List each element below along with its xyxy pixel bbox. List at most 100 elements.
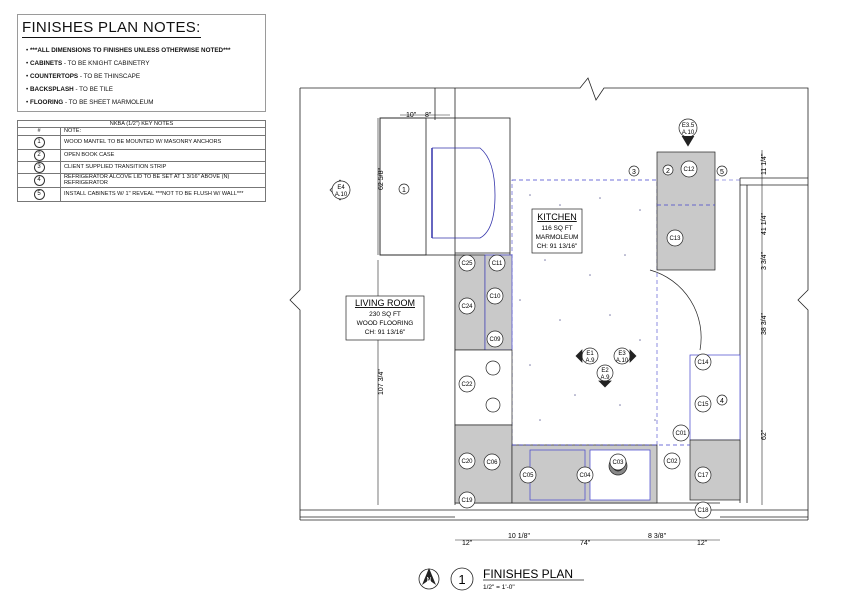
dim-11-14: 11 1/4" [761,153,768,175]
cabinet-tag-c12 [680,160,698,178]
cabinet-label: C09 [489,337,501,343]
door-swing [649,269,702,351]
cabinet-label: C05 [522,473,534,479]
kitchen-area: 116 SQ FT [541,225,572,232]
living-room-floor: WOOD FLOORING [357,320,414,327]
north-label: N [426,577,431,584]
dim-3-34: 3 3/4" [761,251,768,270]
dim-10: 10" [406,112,417,119]
kitchen-ch: CH: 91 13/16" [537,243,578,250]
cabinet-label: C13 [669,236,681,242]
living-room-ch: CH: 91 13/16" [365,329,406,336]
cabinet-tag-c05 [519,466,537,484]
key-notes-title: NKBA (1/2") KEY NOTES [17,119,266,129]
dim-62: 62" [761,429,768,440]
dim-bottom-74: 74" [580,540,591,547]
keynote-marker-3-label: 3 [632,169,636,176]
drawing-number: 1 [458,572,465,587]
cabinet-tag-c20 [458,452,476,470]
cabinet-tag-c17 [694,466,712,484]
elevation-e2-label: E2 [601,368,609,374]
note-line: • FLOORING - TO BE SHEET MARMOLEUM [26,99,154,106]
cabinet-label: C17 [697,473,709,479]
dim-41-14: 41 1/4" [761,213,768,235]
dim-8: 8" [425,112,432,119]
living-room-area: 230 SQ FT [369,311,401,318]
cabinet-label: C24 [461,304,473,310]
cabinet-tag-c24 [458,297,476,315]
elevation-e3-label: E3 [618,351,626,357]
cabinet-tag-c18 [694,501,712,519]
cabinet-label: C04 [579,473,591,479]
cabinet-label: C06 [486,460,498,466]
finishes-notes-title: FINISHES PLAN NOTES: [22,19,201,38]
cabinet-tag-c04 [576,466,594,484]
cabinet-tag-c15 [694,395,712,413]
keynote-marker-5 [716,165,728,177]
cabinet-tag-c01 [672,424,690,442]
cabinet-tag-c14 [694,353,712,371]
cabinet-tag-c22 [458,375,476,393]
dim-62-58: 62 5/8" [378,168,385,190]
elevation-e1-label: E1 [586,351,594,357]
cabinet-label: C12 [683,167,695,173]
keynote-marker-1 [398,183,410,195]
cabinet-tag-c03 [609,453,627,471]
cabinet-tag-c09 [486,330,504,348]
cabinet-label: C18 [697,508,709,514]
cabinet-tag-c10 [486,287,504,305]
north-arrow-pointer [422,568,436,585]
drawing-scale: 1/2" = 1'-0" [483,584,515,591]
right-cabinets [656,151,741,501]
dim-bottom-12a: 12" [462,540,473,547]
note-line: • COUNTERTOPS - TO BE THINSCAPE [26,73,141,80]
keynote-marker-1-label: 1 [402,187,406,194]
cabinet-label: C22 [461,382,473,388]
living-room-name: LIVING ROOM [355,298,415,308]
elevation-e3-sheet: A.10 [616,358,629,364]
cabinet-label: C20 [461,459,473,465]
dimension-lines [377,114,763,541]
cabinet-tag-c13 [666,229,684,247]
cabinet-tag-c06 [483,453,501,471]
finishes-notes-box: FINISHES PLAN NOTES: • ***ALL DIMENSIONS… [17,14,266,112]
kitchen-tag [531,208,583,254]
dim-bottom-12b: 12" [697,540,708,547]
note-line: • BACKSPLASH - TO BE TILE [26,86,113,93]
cabinet-label: C02 [666,459,678,465]
dim-38-34: 38 3/4" [761,313,768,335]
cabinet-label: C01 [675,431,687,437]
cabinet-label: C14 [697,360,709,366]
elevation-e1-sheet: A.9 [585,358,595,364]
cabinet-label: C25 [461,261,473,267]
cabinet-tag-c11 [488,254,506,272]
keynote-marker-3 [628,165,640,177]
cabinet-tag-c25 [458,254,476,272]
kitchen-name: KITCHEN [537,212,577,222]
keynote-marker-2 [662,164,674,176]
kitchen-floor-type: MARMOLEUM [536,234,579,241]
cabinet-tag-c02 [663,452,681,470]
dim-bottom-8-38: 8 3/8" [648,533,667,540]
fireplace [379,117,511,256]
key-notes-col-note: NOTE: [60,127,266,136]
cabinet-tag-c19 [458,491,476,509]
keynote-marker-4-label: 4 [720,398,724,405]
drawing-number-circle [450,567,474,591]
dim-bottom-10-18: 10 1/8" [508,533,530,540]
elevation-e4-sheet: A.10 [335,192,348,198]
living-room-tag [345,295,425,341]
note-line: • ***ALL DIMENSIONS TO FINISHES UNLESS O… [26,47,231,54]
keynote-marker-2-label: 2 [666,168,670,175]
drawing-title: FINISHES PLAN [483,567,573,581]
elevation-e4-label: E4 [337,185,345,191]
plan-frame [289,77,809,521]
cabinet-label: C19 [461,498,473,504]
cabinet-label: C03 [612,460,624,466]
keynote-marker-5-label: 5 [720,169,724,176]
keynote-marker-4 [716,394,728,406]
